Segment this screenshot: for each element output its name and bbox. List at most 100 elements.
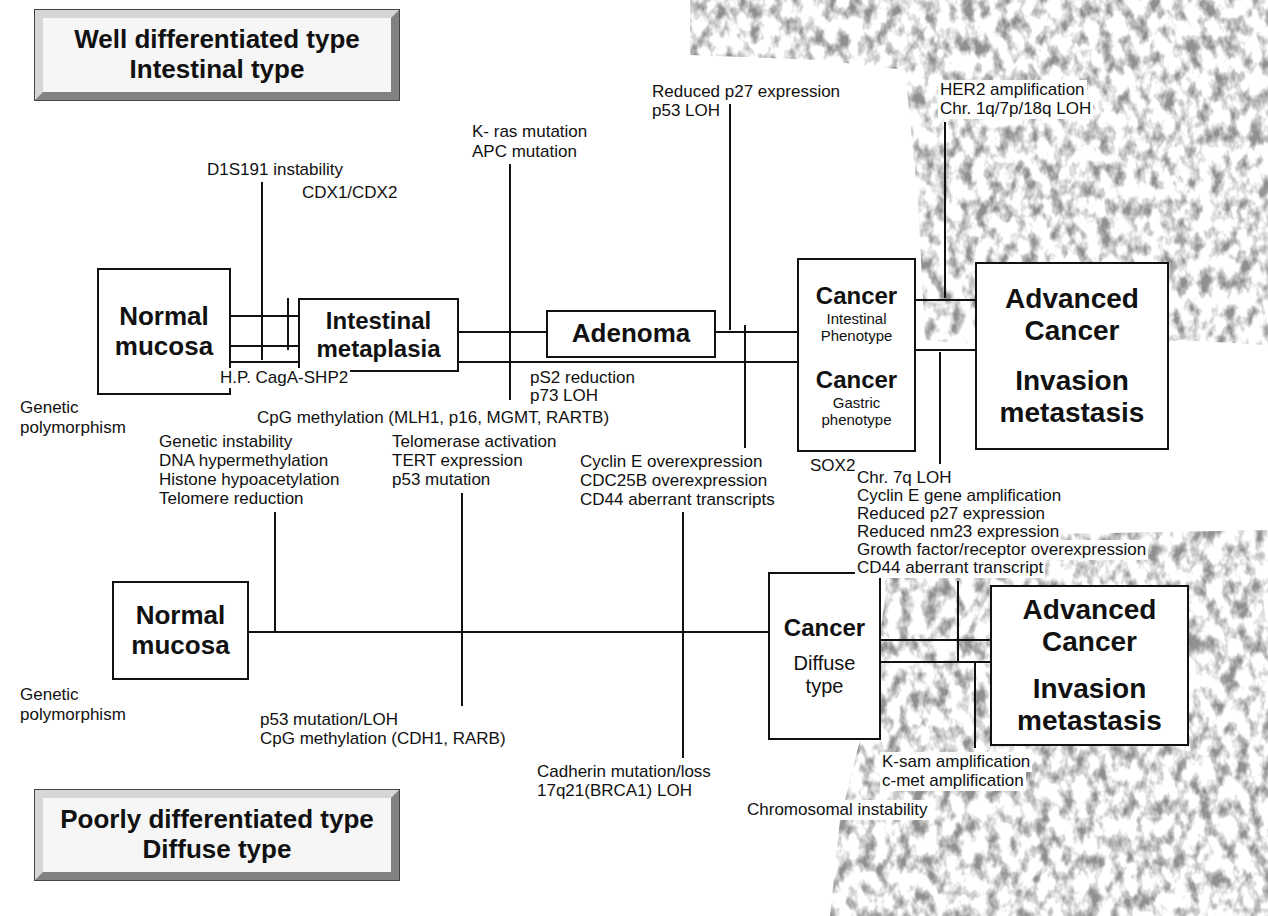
label-anchor: HER2 amplification bbox=[938, 80, 1087, 100]
annotation-label: pS2 reduction bbox=[528, 368, 637, 388]
type-header: Poorly differentiated type Diffuse type bbox=[35, 790, 399, 880]
event-line bbox=[944, 122, 946, 298]
box-label: Intestinal metaplasia bbox=[306, 307, 451, 362]
pathway-line bbox=[249, 631, 768, 633]
annotation-label: APC mutation bbox=[470, 142, 579, 162]
label-anchor: SOX2 bbox=[808, 456, 857, 476]
annotation-label: Growth factor/receptor overexpression bbox=[855, 540, 1148, 560]
label-anchor: Growth factor/receptor overexpression bbox=[855, 540, 1148, 560]
annotation-label: K- ras mutation bbox=[470, 122, 589, 142]
label-anchor: Genetic polymorphism bbox=[18, 685, 134, 724]
label-anchor: 17q21(BRCA1) LOH bbox=[535, 781, 694, 801]
stage-box: Normal mucosa bbox=[112, 581, 249, 680]
label-anchor: CDC25B overexpression bbox=[578, 471, 769, 491]
pathway-line bbox=[231, 316, 298, 346]
pathway-line bbox=[881, 640, 990, 662]
annotation-label: Reduced nm23 expression bbox=[855, 522, 1061, 542]
annotation-label: CpG methylation (CDH1, RARB) bbox=[258, 729, 508, 749]
annotation-label: Cadherin mutation/loss bbox=[535, 762, 713, 782]
label-anchor: CDX1/CDX2 bbox=[300, 183, 399, 203]
annotation-label: Telomere reduction bbox=[157, 489, 306, 509]
type-header: Well differentiated type Intestinal type bbox=[35, 10, 399, 100]
box-content: Intestinal metaplasia bbox=[306, 307, 451, 362]
stage-box: Intestinal metaplasia bbox=[298, 298, 459, 372]
stage-box: Advanced CancerInvasion metastasis bbox=[975, 262, 1169, 450]
label-anchor: K-sam amplification bbox=[880, 752, 1032, 772]
annotation-label: CD44 aberrant transcripts bbox=[578, 490, 777, 510]
label-anchor: CD44 aberrant transcript bbox=[855, 558, 1045, 578]
label-anchor: Reduced nm23 expression bbox=[855, 522, 1061, 542]
label-anchor: p73 LOH bbox=[528, 386, 600, 406]
event-line bbox=[957, 581, 959, 662]
pathway-line bbox=[459, 331, 546, 333]
annotation-label: Genetic polymorphism bbox=[18, 685, 134, 724]
annotation-label: Telomerase activation bbox=[390, 432, 558, 452]
label-anchor: H.P. CagA-SHP2 bbox=[218, 368, 350, 388]
box-content: Poorly differentiated type Diffuse type bbox=[49, 805, 385, 865]
annotation-label: DNA hypermethylation bbox=[157, 451, 330, 471]
label-anchor: Cadherin mutation/loss bbox=[535, 762, 713, 782]
event-line bbox=[682, 512, 684, 758]
annotation-label: Genetic polymorphism bbox=[18, 398, 134, 437]
annotation-label: Chr. 1q/7p/18q LOH bbox=[938, 99, 1093, 119]
annotation-label: CDX1/CDX2 bbox=[300, 183, 399, 203]
stage-box: CancerIntestinal PhenotypeCancerGastric … bbox=[797, 258, 916, 452]
stage-box: Adenoma bbox=[546, 310, 716, 358]
box-label: Intestinal Phenotype bbox=[805, 310, 908, 345]
box-label: Diffuse type bbox=[776, 652, 873, 698]
annotation-label: H.P. CagA-SHP2 bbox=[218, 368, 350, 388]
annotation-label: p53 mutation/LOH bbox=[258, 710, 400, 730]
annotation-label: Reduced p27 expression bbox=[650, 82, 842, 102]
label-anchor: Chr. 7q LOH bbox=[855, 468, 954, 488]
annotation-label: 17q21(BRCA1) LOH bbox=[535, 781, 694, 801]
label-anchor: p53 mutation bbox=[390, 470, 492, 490]
label-anchor: Reduced p27 expression bbox=[650, 82, 842, 102]
label-anchor: Reduced p27 expression bbox=[855, 504, 1047, 524]
box-label: Cancer bbox=[805, 366, 908, 394]
box-label: Cancer bbox=[776, 614, 873, 642]
annotation-label: Chromosomal instability bbox=[745, 800, 929, 820]
box-label: Normal mucosa bbox=[120, 601, 241, 661]
annotation-label: p53 mutation bbox=[390, 470, 492, 490]
label-anchor: p53 LOH bbox=[650, 101, 722, 121]
label-anchor: c-met amplification bbox=[880, 771, 1026, 791]
annotation-label: K-sam amplification bbox=[880, 752, 1032, 772]
box-content: CancerDiffuse type bbox=[776, 614, 873, 698]
label-anchor: pS2 reduction bbox=[528, 368, 637, 388]
pathway-line bbox=[716, 331, 797, 333]
box-label: Normal mucosa bbox=[105, 302, 223, 362]
annotation-label: Cyclin E overexpression bbox=[578, 452, 764, 472]
event-line bbox=[729, 104, 731, 330]
label-anchor: D1S191 instability bbox=[205, 160, 345, 180]
label-anchor: CpG methylation (MLH1, p16, MGMT, RARTB) bbox=[255, 408, 611, 428]
label-anchor: Telomerase activation bbox=[390, 432, 558, 452]
annotation-label: D1S191 instability bbox=[205, 160, 345, 180]
annotation-label: CpG methylation (MLH1, p16, MGMT, RARTB) bbox=[255, 408, 611, 428]
annotation-label: p73 LOH bbox=[528, 386, 600, 406]
label-anchor: CpG methylation (CDH1, RARB) bbox=[258, 729, 508, 749]
label-anchor: DNA hypermethylation bbox=[157, 451, 330, 471]
box-label: Invasion metastasis bbox=[998, 673, 1181, 737]
event-line bbox=[261, 182, 263, 360]
label-anchor: Chromosomal instability bbox=[745, 800, 929, 820]
event-line bbox=[509, 164, 511, 400]
annotation-label: Reduced p27 expression bbox=[855, 504, 1047, 524]
box-label: Gastric phenotype bbox=[805, 394, 908, 429]
label-anchor: Cyclin E gene amplification bbox=[855, 486, 1063, 506]
stage-box: CancerDiffuse type bbox=[768, 572, 881, 740]
box-content: Normal mucosa bbox=[120, 601, 241, 661]
box-content: Advanced CancerInvasion metastasis bbox=[998, 594, 1181, 737]
event-line bbox=[461, 493, 463, 706]
box-content: Adenoma bbox=[554, 319, 708, 349]
annotation-label: Cyclin E gene amplification bbox=[855, 486, 1063, 506]
label-anchor: p53 mutation/LOH bbox=[258, 710, 400, 730]
box-label: Cancer bbox=[805, 282, 908, 310]
box-label: Advanced Cancer bbox=[998, 594, 1181, 658]
event-line bbox=[939, 352, 941, 464]
annotation-label: Histone hypoacetylation bbox=[157, 470, 342, 490]
box-content: Normal mucosa bbox=[105, 302, 223, 362]
event-line bbox=[287, 298, 289, 350]
